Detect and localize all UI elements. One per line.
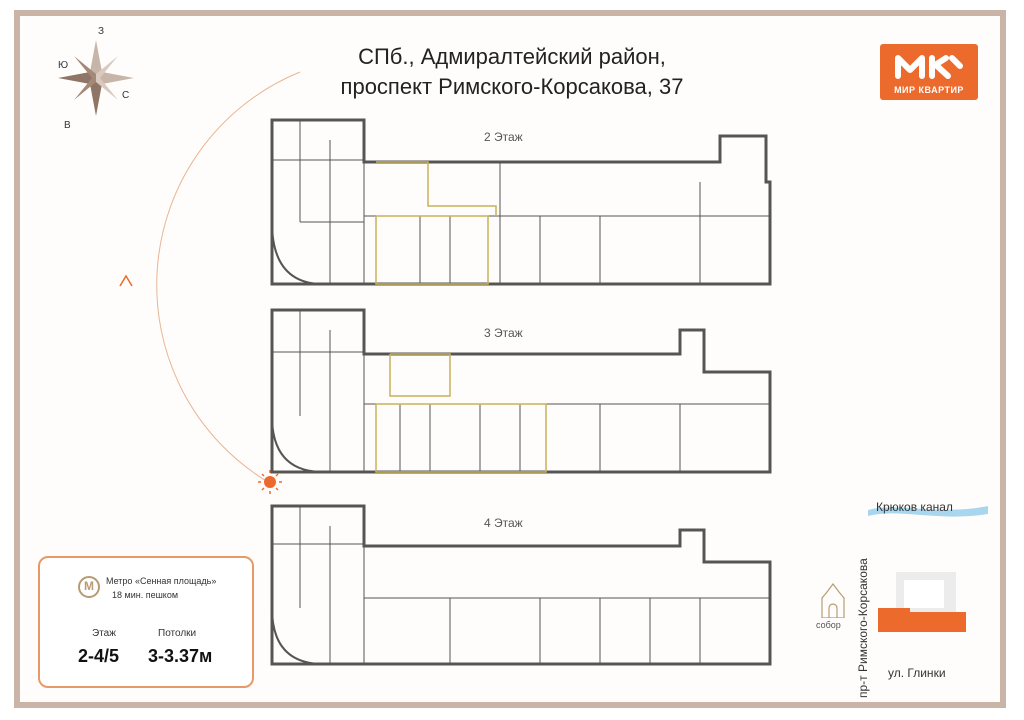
compass-rose-icon bbox=[58, 40, 134, 116]
canal-shape bbox=[868, 506, 988, 517]
title-line-1: СПб., Адмиралтейский район, bbox=[358, 44, 666, 69]
floor-label-3: 3 Этаж bbox=[484, 326, 523, 340]
metro-icon bbox=[78, 576, 100, 598]
compass: З Ю С В bbox=[48, 26, 158, 131]
floor-value: 2-4/5 bbox=[78, 646, 120, 666]
page-title: СПб., Адмиралтейский район, проспект Рим… bbox=[0, 42, 1024, 102]
street-label-horizontal: ул. Глинки bbox=[888, 666, 946, 680]
compass-south-label: В bbox=[64, 120, 71, 131]
compass-east-label: С bbox=[122, 90, 130, 101]
floor-4-plan bbox=[270, 504, 772, 666]
logo-text: МИР КВАРТИР bbox=[894, 85, 964, 95]
info-card: Метро «Сенная площадь» 18 мин. пешком Эт… bbox=[38, 556, 254, 688]
moon-icon bbox=[294, 64, 306, 85]
sobor-label: собор bbox=[816, 620, 841, 630]
canal-label: Крюков канал bbox=[876, 500, 953, 514]
floor-2-plan bbox=[270, 118, 772, 286]
compass-west-label: Ю bbox=[58, 60, 69, 71]
mk-logo-icon bbox=[895, 55, 963, 79]
metro-station: Метро «Сенная площадь» bbox=[106, 576, 217, 586]
sun-direction-arrow-icon bbox=[119, 274, 133, 287]
floor-3-plan bbox=[270, 308, 772, 474]
walk-time: 18 мин. пешком bbox=[112, 590, 179, 600]
sobor-icon bbox=[821, 583, 845, 618]
location-mini-map bbox=[878, 572, 966, 632]
floor-label-4: 4 Этаж bbox=[484, 516, 523, 530]
compass-north-label: З bbox=[98, 26, 105, 37]
ceiling-caption: Потолки bbox=[158, 628, 197, 639]
sun-path-arc bbox=[156, 71, 301, 483]
sun-icon bbox=[258, 470, 282, 494]
brand-logo: МИР КВАРТИР bbox=[880, 44, 978, 100]
floor-caption: Этаж bbox=[92, 628, 116, 639]
ceiling-value: 3-3.37м bbox=[148, 646, 213, 666]
floor-label-2: 2 Этаж bbox=[484, 130, 523, 144]
title-line-2: проспект Римского-Корсакова, 37 bbox=[340, 74, 684, 99]
street-label-vertical: пр-т Римского-Корсакова bbox=[856, 558, 870, 698]
